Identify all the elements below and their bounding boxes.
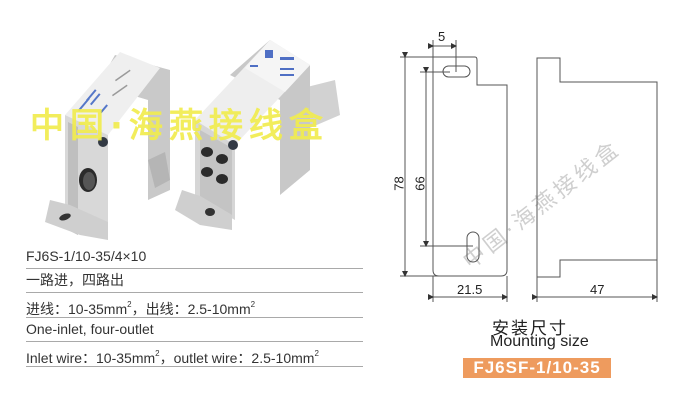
din-clip xyxy=(148,152,170,188)
spec-en-config-text: One-inlet, four-outlet xyxy=(26,321,154,337)
mounting-foot xyxy=(45,200,108,240)
bottom-slot xyxy=(466,231,480,263)
caption-en: Mounting size xyxy=(490,333,589,350)
spec-cn-wire: 进线：10-35mm2，出线：2.5-10mm2 xyxy=(26,293,363,318)
model-badge: FJ6SF-1/10-35 xyxy=(463,358,611,378)
screw-icon xyxy=(228,140,238,150)
dim-total-height: 78 xyxy=(391,176,407,191)
spec-model: FJ6S-1/10-35/4×10 xyxy=(26,244,363,269)
spec-en-outlet: ，outlet wire：2.5-10mm xyxy=(159,350,315,366)
dim-slot-width: 5 xyxy=(438,29,446,44)
side-view-outline xyxy=(536,57,658,278)
superscript: 2 xyxy=(155,349,160,358)
dim-front-width: 21.5 xyxy=(457,282,483,297)
screw-icon xyxy=(98,137,108,147)
spec-en-inlet: Inlet wire：10-35mm xyxy=(26,350,156,366)
mounting-drawing xyxy=(400,40,658,302)
block-top-face xyxy=(65,52,160,135)
spec-en-wire: Inlet wire：10-35mm2，outlet wire：2.5-10mm… xyxy=(26,342,363,367)
superscript: 2 xyxy=(314,349,319,358)
spec-en-config: One-inlet, four-outlet xyxy=(26,317,363,342)
superscript: 2 xyxy=(250,300,256,309)
dim-depth: 47 xyxy=(590,282,605,297)
watermark-text: 中国·海燕接线盒 xyxy=(30,106,329,146)
label-print xyxy=(78,89,108,114)
mounting-foot xyxy=(175,190,232,230)
dim-hole-spacing: 66 xyxy=(412,176,428,191)
outlet-holes xyxy=(201,147,228,184)
spec-cn-config: 一路进，四路出 xyxy=(26,268,363,293)
superscript: 2 xyxy=(127,300,132,309)
product-photo-inlet xyxy=(45,52,170,240)
spec-cn-outlet: ，出线：2.5-10mm xyxy=(131,301,251,317)
label-print xyxy=(250,50,294,76)
bracket-outline xyxy=(432,56,508,277)
spec-cn-inlet: 进线：10-35mm xyxy=(26,301,128,317)
caption-cn: 安装尺寸 xyxy=(492,319,568,339)
spec-cn-config-text: 一路进，四路出 xyxy=(26,272,124,288)
spec-model-text: FJ6S-1/10-35/4×10 xyxy=(26,248,147,264)
product-photo-outlet xyxy=(175,40,340,230)
